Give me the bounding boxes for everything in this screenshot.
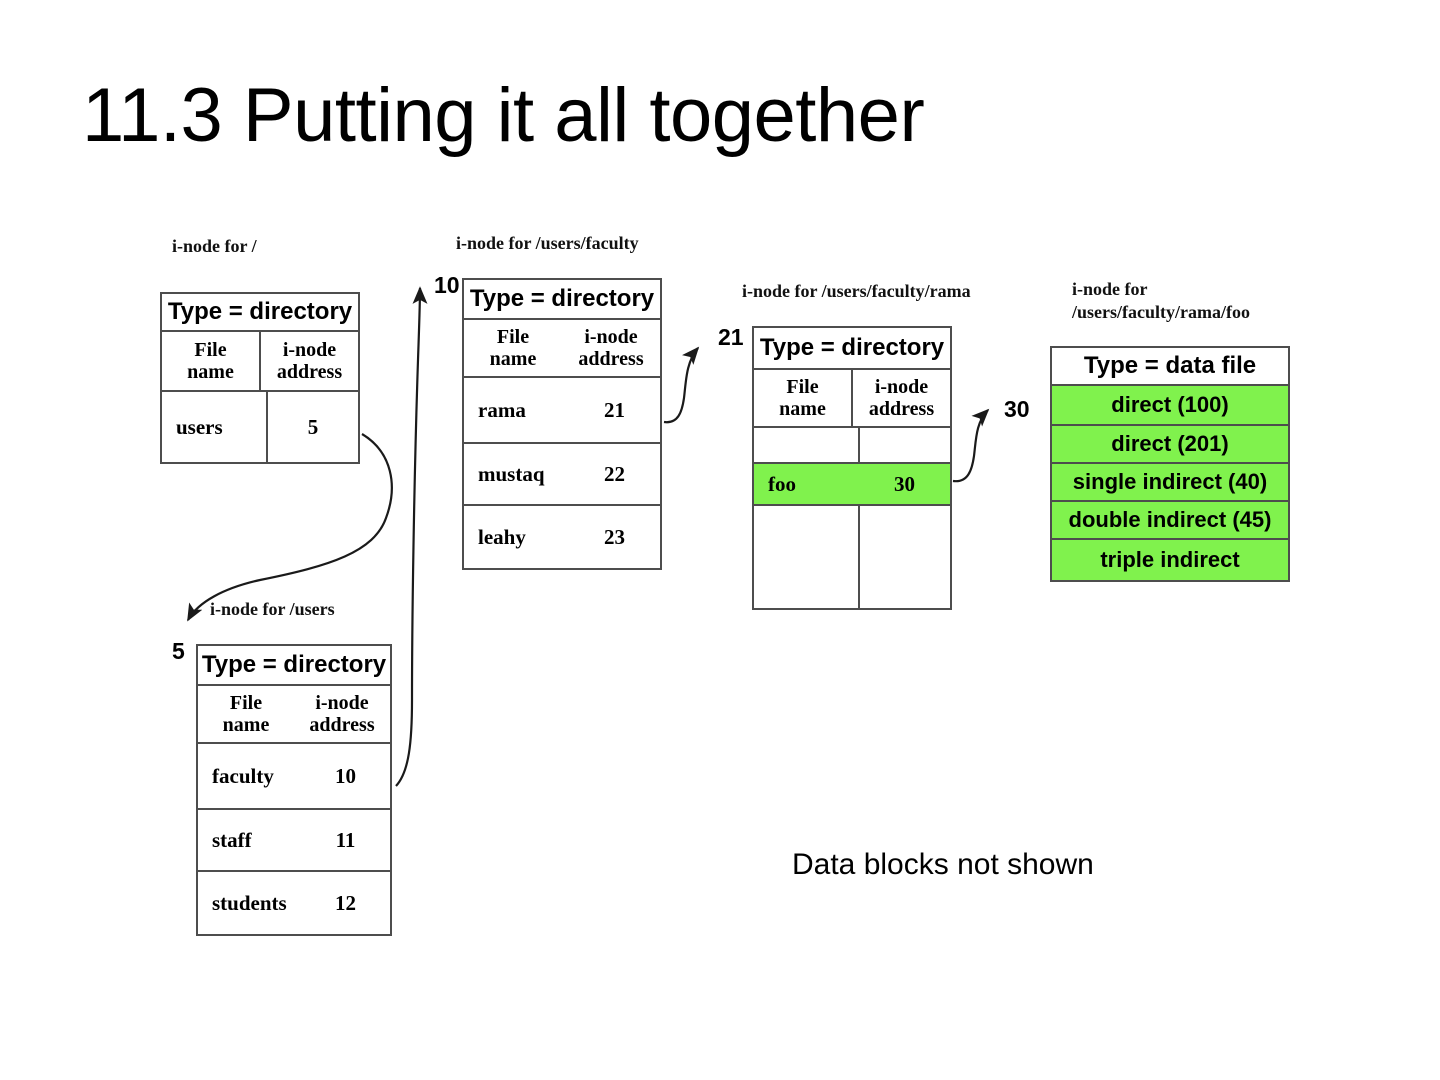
entry-name <box>754 428 860 462</box>
inode-box-rama: Type = directory File name i-node addres… <box>752 326 952 610</box>
entry-address: 12 <box>335 890 356 915</box>
inode-box-foo: Type = data file direct (100) direct (20… <box>1050 346 1290 582</box>
column-header-file-name: File name <box>489 325 537 370</box>
column-header-inode-address: i-node address <box>868 375 935 420</box>
column-header-file-name: File name <box>754 370 853 426</box>
column-header-file-name: File name <box>162 332 261 390</box>
address-label-faculty: 10 <box>434 272 460 298</box>
inode-type-rama: Type = directory <box>754 328 950 370</box>
entry-name: students <box>212 890 287 915</box>
table-row: staff 11 <box>198 810 390 872</box>
column-header-inode-address: i-node address <box>578 325 644 370</box>
footnote-data-blocks: Data blocks not shown <box>792 848 1094 881</box>
caption-inode-faculty: i-node for /users/faculty <box>456 233 639 253</box>
address-label-users: 5 <box>172 638 185 664</box>
entry-address <box>860 428 950 462</box>
entry-name <box>754 506 860 608</box>
entry-address: 5 <box>307 414 319 439</box>
entry-name: mustaq <box>478 461 545 486</box>
inode-type-root: Type = directory <box>162 294 358 332</box>
caption-inode-foo: i-node for /users/faculty/rama/foo <box>1072 279 1250 322</box>
inode-box-users: Type = directory File name i-node addres… <box>196 644 392 936</box>
entry-address: 21 <box>604 397 625 422</box>
entry-name: leahy <box>478 524 526 549</box>
entry-address <box>860 506 950 608</box>
entry-name: foo <box>768 471 796 496</box>
inode-box-faculty: Type = directory File name i-node addres… <box>462 278 662 570</box>
table-row <box>754 506 950 608</box>
caption-inode-users: i-node for /users <box>210 599 335 619</box>
arrow-rama-to-foo <box>952 408 990 483</box>
table-row: mustaq 22 <box>464 444 660 506</box>
arrow-faculty-to-rama <box>663 346 700 424</box>
address-label-foo: 30 <box>1004 396 1030 422</box>
entry-address: 10 <box>335 763 356 788</box>
block-pointer-row: direct (201) <box>1052 426 1288 464</box>
entry-name: users <box>162 392 268 462</box>
block-pointer-row: triple indirect <box>1052 540 1288 580</box>
column-header-root: File name i-node address <box>162 332 358 392</box>
inode-type-foo: Type = data file <box>1052 348 1288 386</box>
entry-address: 23 <box>604 524 625 549</box>
arrow-users-to-faculty <box>395 286 428 787</box>
address-label-rama: 21 <box>718 324 744 350</box>
entry-address: 11 <box>335 827 356 852</box>
caption-inode-rama: i-node for /users/faculty/rama <box>742 281 971 301</box>
page-title: 11.3 Putting it all together <box>82 73 925 158</box>
block-pointer-row: double indirect (45) <box>1052 502 1288 540</box>
table-row: rama 21 <box>464 378 660 444</box>
entry-name: faculty <box>212 763 274 788</box>
table-row: leahy 23 <box>464 506 660 568</box>
column-header-file-name: File name <box>222 691 270 736</box>
inode-box-root: Type = directory File name i-node addres… <box>160 292 360 464</box>
inode-type-faculty: Type = directory <box>464 280 660 320</box>
entry-address: 30 <box>894 471 915 496</box>
block-pointer-row: direct (100) <box>1052 386 1288 426</box>
block-pointer-row: single indirect (40) <box>1052 464 1288 502</box>
table-row: faculty 10 <box>198 744 390 810</box>
column-header-users: File name i-node address <box>198 686 390 744</box>
table-row-highlighted: foo 30 <box>754 464 950 506</box>
table-row: students 12 <box>198 872 390 934</box>
column-header-inode-address: i-node address <box>309 691 375 736</box>
column-header-faculty: File name i-node address <box>464 320 660 378</box>
entry-name: rama <box>478 397 526 422</box>
table-row <box>754 428 950 464</box>
column-header-rama: File name i-node address <box>754 370 950 428</box>
inode-type-users: Type = directory <box>198 646 390 686</box>
table-row: users 5 <box>162 392 358 462</box>
entry-name: staff <box>212 827 252 852</box>
caption-inode-root: i-node for / <box>172 236 257 256</box>
column-header-inode-address: i-node address <box>276 338 343 383</box>
entry-address: 22 <box>604 461 625 486</box>
